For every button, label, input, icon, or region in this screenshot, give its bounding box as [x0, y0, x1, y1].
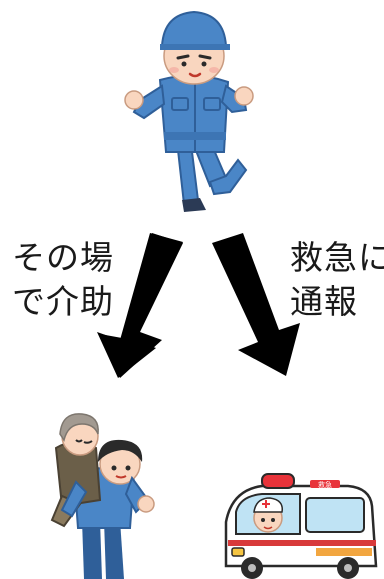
arrow-down-left-icon — [97, 233, 183, 378]
label-on-site-line1: その場 — [12, 238, 114, 277]
arrow-down-right-icon — [212, 233, 300, 376]
running-worker-icon — [124, 10, 254, 212]
label-on-site-line2: で介助 — [12, 282, 114, 321]
label-call-emergency: 救急に 通報 — [290, 236, 384, 324]
label-call-line2: 通報 — [290, 282, 358, 321]
ambulance-roof-text: 救急 — [318, 480, 332, 489]
ambulance-icon: 救急 — [224, 473, 378, 579]
label-call-line1: 救急に — [290, 238, 384, 277]
piggyback-rescue-icon — [50, 413, 155, 579]
label-on-site-assist: その場 で介助 — [12, 236, 114, 324]
